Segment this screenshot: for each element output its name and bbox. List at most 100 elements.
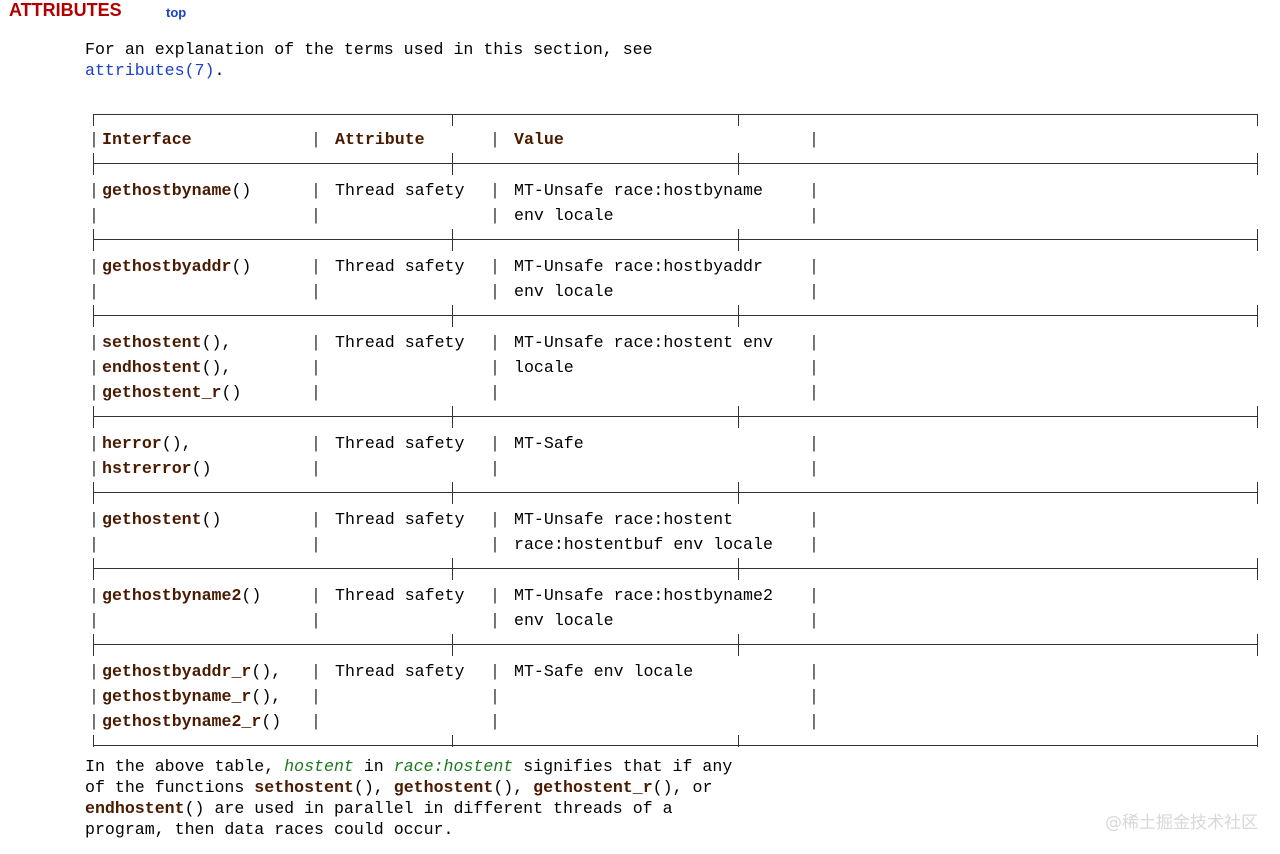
table-cell-border: | xyxy=(311,434,321,453)
table-rule xyxy=(93,239,1258,240)
table-cell-border: | xyxy=(809,282,819,301)
table-tick xyxy=(452,735,453,747)
interface-cell: gethostent_r() xyxy=(102,380,241,405)
table-cell-border: | xyxy=(311,257,321,276)
table-cell-border: | xyxy=(311,459,321,478)
interface-cell: hstrerror() xyxy=(102,456,212,481)
table-tick xyxy=(93,305,94,317)
table-cell-border: | xyxy=(490,712,500,731)
outro-fn-gethostent-r: gethostent_r xyxy=(533,778,653,797)
table-cell-border: | xyxy=(311,611,321,630)
attribute-cell: Thread safety xyxy=(335,662,465,681)
intro-period: . xyxy=(214,61,225,80)
attributes-link[interactable]: attributes(7) xyxy=(85,61,215,80)
interface-cell: gethostbyaddr() xyxy=(102,254,251,279)
function-name: herror xyxy=(102,434,162,453)
table-tick xyxy=(1257,315,1258,327)
outro-fn-gethostent: gethostent xyxy=(393,778,494,797)
table-cell-border: | xyxy=(89,206,99,225)
table-tick xyxy=(93,239,94,251)
value-cell: env locale xyxy=(514,206,614,225)
table-rule xyxy=(93,568,1258,569)
table-rule xyxy=(93,163,1258,164)
table-cell-border: | xyxy=(809,206,819,225)
watermark: @稀土掘金技术社区 xyxy=(1105,813,1258,833)
table-tick xyxy=(738,568,739,580)
table-rule xyxy=(93,416,1258,417)
interface-cell: gethostbyname_r(), xyxy=(102,684,281,709)
outro-text: of the functions xyxy=(85,778,255,797)
top-link[interactable]: top xyxy=(166,5,187,20)
table-rule xyxy=(93,114,1258,115)
table-cell-border: | xyxy=(89,687,99,706)
interface-cell: gethostbyname() xyxy=(102,178,251,203)
table-tick xyxy=(452,305,453,317)
table-cell-border: | xyxy=(490,358,500,377)
table-cell-border: | xyxy=(809,510,819,529)
value-cell: MT-Unsafe race:hostent xyxy=(514,510,734,529)
table-cell-border: | xyxy=(809,434,819,453)
table-tick xyxy=(738,305,739,317)
outro-term-race-hostent: race:hostent xyxy=(393,757,514,776)
attribute-cell: Thread safety xyxy=(335,333,465,352)
attribute-cell: Thread safety xyxy=(335,586,465,605)
table-tick xyxy=(93,735,94,747)
table-cell-border: | xyxy=(311,535,321,554)
function-name: gethostbyname xyxy=(102,181,232,200)
function-parens: () xyxy=(261,712,282,731)
table-rule xyxy=(93,315,1258,316)
outro-paragraph: In the above table, hostent in race:host… xyxy=(85,756,732,840)
function-name: gethostbyaddr_r xyxy=(102,662,252,681)
table-tick xyxy=(1257,492,1258,504)
table-cell-border: | xyxy=(89,586,99,605)
table-cell-border: | xyxy=(809,611,819,630)
table-tick xyxy=(93,416,94,428)
function-parens: () xyxy=(221,383,242,402)
table-tick xyxy=(738,163,739,175)
table-cell-border: | xyxy=(490,586,500,605)
function-name: gethostent xyxy=(102,510,202,529)
outro-text: (), xyxy=(353,778,394,797)
table-tick xyxy=(738,406,739,418)
table-cell-border: | xyxy=(809,535,819,554)
table-tick xyxy=(452,568,453,580)
table-rule xyxy=(93,644,1258,645)
table-tick xyxy=(1257,634,1258,646)
table-cell-border: | xyxy=(490,510,500,529)
table-cell-border: | xyxy=(311,712,321,731)
table-cell-border: | xyxy=(89,459,99,478)
table-cell-border: | xyxy=(490,459,500,478)
function-parens: (), xyxy=(251,662,282,681)
table-tick xyxy=(93,315,94,327)
value-cell: MT-Unsafe race:hostbyaddr xyxy=(514,257,763,276)
table-cell-border: | xyxy=(89,130,99,149)
table-cell-border: | xyxy=(89,611,99,630)
table-tick xyxy=(93,482,94,494)
table-tick xyxy=(452,315,453,327)
intro-paragraph: For an explanation of the terms used in … xyxy=(85,39,653,81)
table-cell-border: | xyxy=(809,459,819,478)
table-tick xyxy=(1257,735,1258,747)
table-header-attribute: Attribute xyxy=(335,130,425,149)
table-tick xyxy=(452,634,453,646)
table-cell-border: | xyxy=(490,687,500,706)
function-name: endhostent xyxy=(102,358,202,377)
table-cell-border: | xyxy=(311,130,321,149)
table-cell-border: | xyxy=(89,535,99,554)
section-heading: ATTRIBUTES xyxy=(9,0,122,20)
function-parens: () xyxy=(201,510,222,529)
value-cell: MT-Unsafe race:hostbyname2 xyxy=(514,586,773,605)
value-cell: locale xyxy=(514,358,574,377)
table-rule xyxy=(93,745,1258,746)
outro-fn-sethostent: sethostent xyxy=(254,778,354,797)
table-tick xyxy=(738,153,739,165)
table-tick xyxy=(1257,153,1258,165)
function-parens: (), xyxy=(201,333,232,352)
table-tick xyxy=(738,229,739,241)
outro-term-hostent: hostent xyxy=(284,757,354,776)
table-cell-border: | xyxy=(311,383,321,402)
function-name: gethostent_r xyxy=(102,383,222,402)
value-cell: MT-Safe env locale xyxy=(514,662,694,681)
table-cell-border: | xyxy=(490,181,500,200)
table-tick xyxy=(1257,482,1258,494)
